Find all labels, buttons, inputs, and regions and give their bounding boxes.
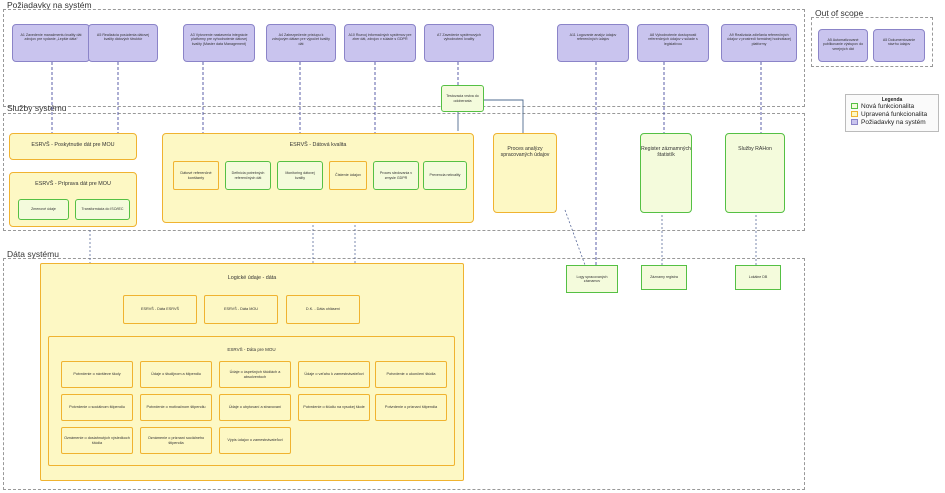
section-data <box>3 258 805 490</box>
data-item[interactable]: Údaje o ubytovaní a stravovaní <box>219 394 291 421</box>
data-item[interactable]: Potvrdenie o motivačnom štipendiu <box>140 394 212 421</box>
legend-item-new: Nová funkcionalita <box>846 103 938 111</box>
requirement-box[interactable]: A1 Zavedenie manažmentu kvality dát zdro… <box>12 24 90 62</box>
legend-item-requirement: Požiadavky na systém <box>846 119 938 127</box>
service-rah-label: Služby RAHon <box>738 146 772 152</box>
service-rah[interactable]: Služby RAHon <box>725 133 785 213</box>
logical-data-block[interactable]: Logické údaje - dáta ESRVŠ - Dáta ESRVŠ … <box>40 263 464 481</box>
service-prep-label: ESRVŠ - Príprava dát pre MOU <box>35 181 111 187</box>
service-prep[interactable]: ESRVŠ - Príprava dát pre MOU Zmenové úda… <box>9 172 137 227</box>
data-item[interactable]: Oznámenie o priznaní sociálneho štipendi… <box>140 427 212 454</box>
quality-item[interactable]: Definícia potrebných referenčných dát <box>225 161 271 190</box>
service-quality-label: ESRVŠ - Dátová kvalita <box>289 142 347 148</box>
data-log-box[interactable]: Logy spracovaných záznamov <box>566 265 618 293</box>
section-requirements <box>3 9 805 107</box>
service-moj[interactable]: ESRVŠ - Poskytnutie dát pre MOU <box>9 133 137 160</box>
prep-item[interactable]: Transformácia do ISO/IEC <box>75 199 130 220</box>
connector-box[interactable]: Testovacia vrstva do odoberania <box>441 85 484 112</box>
data-item[interactable]: Potvrdenie o štúdiu na vysokej škole <box>298 394 370 421</box>
requirement-box[interactable]: A10 Rozvoj informačných systémov pre zbe… <box>344 24 416 62</box>
data-item[interactable]: Potvrdenie o priznaní štipendia <box>375 394 447 421</box>
requirement-box[interactable]: A4 Zabezpečenie prístupu k zdrojovým dát… <box>266 24 336 62</box>
requirement-box[interactable]: A9 Realizácia zdieľania referenčných úda… <box>721 24 797 62</box>
service-analysis-label: Proces analýzy spracovaných údajov <box>500 146 550 158</box>
section-out-of-scope <box>811 17 933 67</box>
requirement-box[interactable]: A3 Vytvorenie nastavenia integrácie plat… <box>183 24 255 62</box>
section-title-data: Dáta systému <box>7 249 59 259</box>
requirement-box[interactable]: A11 Logovanie analýz údajov referenčných… <box>557 24 629 62</box>
data-inner-block[interactable]: ESRVŠ - Dáta pre MOU Potvrdenie o návšte… <box>48 336 455 466</box>
data-top-box[interactable]: ESRVŠ - Dáta MOU <box>204 295 278 324</box>
legend-swatch <box>851 119 858 126</box>
data-item[interactable]: Potvrdenie o ukončení štúdia <box>375 361 447 388</box>
data-inner-title: ESRVŠ - Dáta pre MOU <box>227 347 276 352</box>
requirement-box[interactable]: A8 Vyhodnotenie dostupnosti referenčných… <box>637 24 709 62</box>
quality-item[interactable]: Čistenie údajov <box>329 161 367 190</box>
legend-title: Legenda <box>881 97 903 103</box>
data-item[interactable]: Výpis údajov o zamestnávateľovi <box>219 427 291 454</box>
section-title-requirements: Požiadavky na systém <box>7 0 92 10</box>
data-item[interactable]: Potvrdenie o sociálnom štipendiu <box>61 394 133 421</box>
quality-item[interactable]: Monitoring dátovej kvality <box>277 161 323 190</box>
logical-data-title: Logické údaje - dáta <box>227 275 277 281</box>
data-item[interactable]: Údaje o vzťahu k zamestnávateľovi <box>298 361 370 388</box>
legend: Legenda Nová funkcionalita Upravená funk… <box>845 94 939 132</box>
prep-item[interactable]: Zmenové údaje <box>18 199 69 220</box>
legend-swatch <box>851 103 858 110</box>
data-item[interactable]: Údaje o študijnom a štipendiu <box>140 361 212 388</box>
service-analysis[interactable]: Proces analýzy spracovaných údajov <box>493 133 557 213</box>
service-registry-label: Register záznamných štatistík <box>641 146 691 158</box>
data-registry-box[interactable]: Záznamy registra <box>641 265 687 290</box>
out-of-scope-box[interactable]: A5 Dokumentovanie návrhu údajov <box>873 29 925 62</box>
quality-item[interactable]: Prevencia nekvality <box>423 161 467 190</box>
data-top-box[interactable]: D.K. - Dáta ohlásení <box>286 295 360 324</box>
legend-swatch <box>851 111 858 118</box>
service-registry[interactable]: Register záznamných štatistík <box>640 133 692 213</box>
section-title-out-of-scope: Out of scope <box>815 8 864 18</box>
data-item[interactable]: Oznámenie o dosiahnutých výsledkoch štúd… <box>61 427 133 454</box>
requirement-box[interactable]: A7 Zavedenie systémových vyhodnotení kva… <box>424 24 494 62</box>
data-item[interactable]: Potvrdenie o návšteve školy <box>61 361 133 388</box>
section-title-services: Služby systému <box>7 103 67 113</box>
out-of-scope-box[interactable]: A5 Automatizované publikovanie výstupov … <box>818 29 868 62</box>
requirement-box[interactable]: A5 Realizácia posúdenia dátovej kvality … <box>88 24 158 62</box>
data-top-box[interactable]: ESRVŠ - Dáta ESRVŠ <box>123 295 197 324</box>
data-item[interactable]: Údaje o úspešných štúdiách a absolventoc… <box>219 361 291 388</box>
service-moj-label: ESRVŠ - Poskytnutie dát pre MOU <box>31 142 115 148</box>
quality-item[interactable]: Dátové referenčné konštanty <box>173 161 219 190</box>
legend-item-modified: Upravená funkcionalita <box>846 111 938 119</box>
quality-item[interactable]: Proces sledovania v zmysle GDPR <box>373 161 419 190</box>
section-services <box>3 113 805 231</box>
data-rah-box[interactable]: Lokálne DB <box>735 265 781 290</box>
service-quality[interactable]: ESRVŠ - Dátová kvalita Dátové referenčné… <box>162 133 474 223</box>
